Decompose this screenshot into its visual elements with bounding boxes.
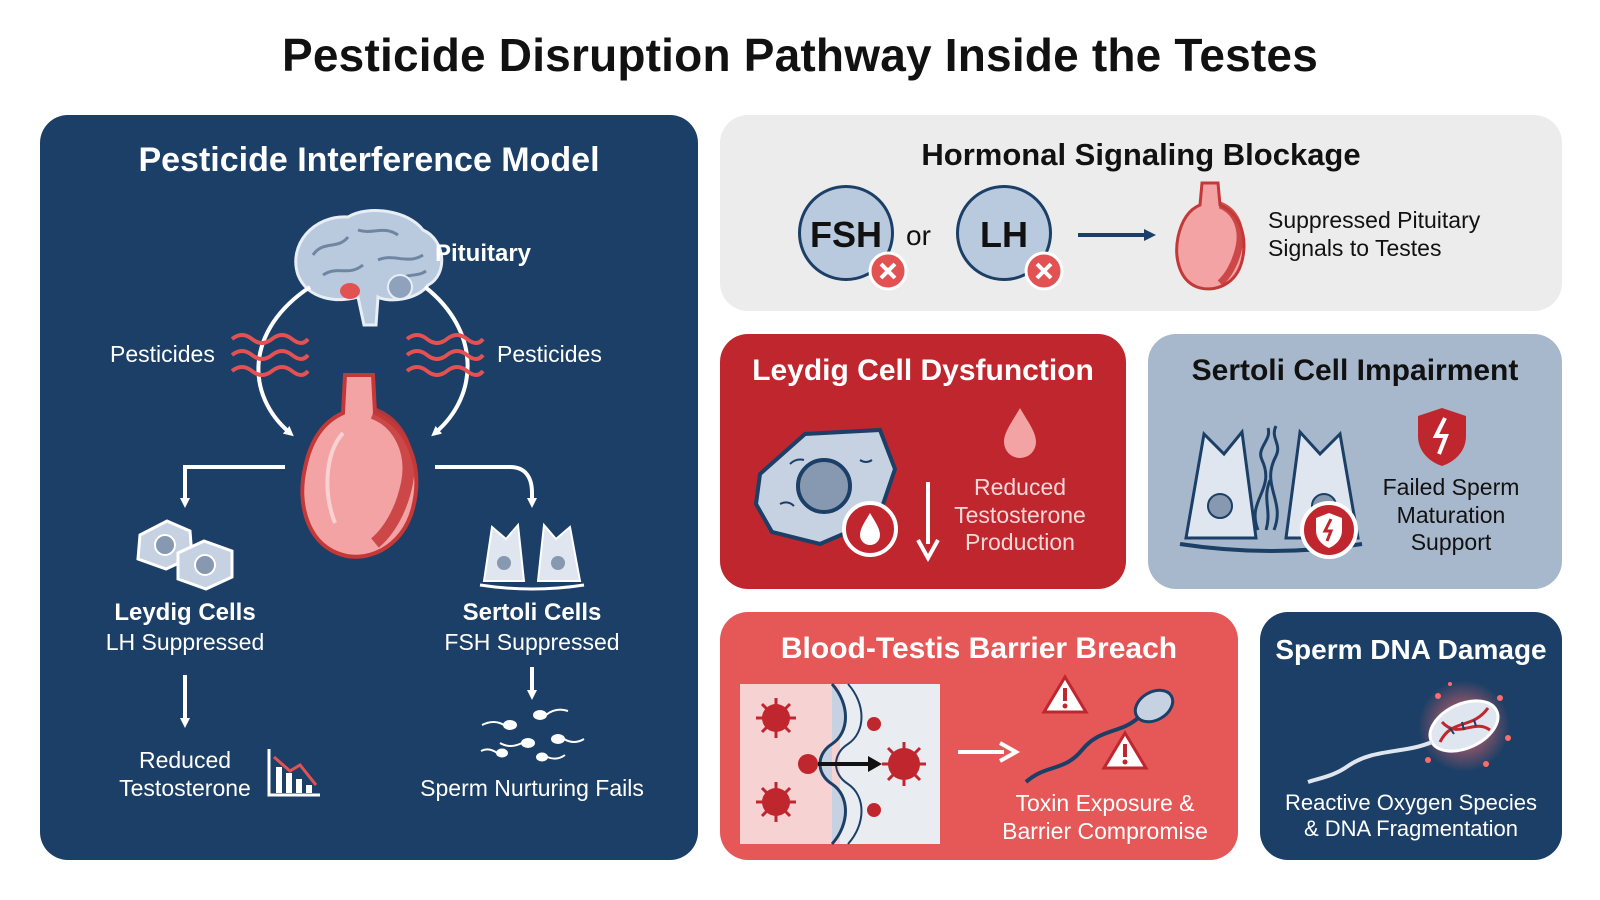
- leydig-dysfunction-title: Leydig Cell Dysfunction: [752, 354, 1094, 387]
- testis-icon: [300, 373, 419, 559]
- down-arrow-icon: [916, 482, 940, 563]
- broken-shield-badge-icon: [1300, 501, 1358, 559]
- brain-icon: [294, 209, 444, 327]
- sertoli-cells-icon: [479, 522, 585, 591]
- barrier-breach-title: Blood-Testis Barrier Breach: [780, 632, 1178, 665]
- dna-damage-desc: Reactive Oxygen Species & DNA Fragmentat…: [1285, 790, 1537, 842]
- lh-circle: LH: [956, 185, 1052, 281]
- pesticides-left-label: Pesticides: [110, 341, 215, 367]
- damaged-sperm-dna-icon: [1307, 680, 1511, 784]
- pituitary-label: Pituitary: [435, 240, 532, 267]
- sertoli-cells-sub: FSH Suppressed: [444, 629, 620, 655]
- blocked-x-icon: [868, 251, 908, 291]
- lh-label: LH: [980, 214, 1028, 255]
- leydig-cells-sub: LH Suppressed: [105, 629, 265, 655]
- sertoli-cells-title: Sertoli Cells: [462, 599, 602, 626]
- sertoli-impairment-desc: Failed Sperm Maturation Support: [1382, 474, 1520, 556]
- declining-chart-icon: [267, 749, 320, 797]
- warning-triangle-icon: [1101, 730, 1149, 770]
- blood-drop-icon: [1004, 408, 1036, 458]
- leydig-dysfunction-panel: Leydig Cell Dysfunction Reduced Testoste…: [720, 334, 1126, 589]
- dna-damage-panel: Sperm DNA Damage Reactive Oxygen Species…: [1260, 612, 1562, 860]
- fsh-label: FSH: [810, 214, 882, 255]
- arrow-right-icon: [1078, 229, 1156, 241]
- barrier-breach-desc: Toxin Exposure & Barrier Compromise: [1002, 790, 1208, 844]
- dna-damage-title: Sperm DNA Damage: [1275, 634, 1547, 665]
- broken-shield-icon: [1418, 408, 1466, 466]
- pesticide-waves-right-icon: [405, 333, 485, 377]
- interference-model-panel: Pesticide Interference Model Pituitary P…: [40, 115, 698, 860]
- blocked-x-icon: [1024, 251, 1064, 291]
- pesticide-waves-left-icon: [230, 333, 310, 377]
- warning-triangle-icon: [1041, 674, 1089, 714]
- sertoli-cell-icon: [1179, 425, 1363, 553]
- fsh-circle: FSH: [798, 185, 894, 281]
- leydig-cells-title: Leydig Cells: [114, 599, 256, 626]
- barrier-breach-panel: Blood-Testis Barrier Breach: [720, 612, 1238, 860]
- sperm-icon: [1024, 688, 1175, 784]
- leydig-cells-icon: [136, 519, 234, 591]
- arrow-right-icon: [958, 741, 1021, 763]
- hormonal-blockage-panel: Hormonal Signaling Blockage FSH or LH Su…: [720, 115, 1562, 311]
- barrier-diagram: [740, 682, 940, 846]
- interference-model-title: Pesticide Interference Model: [138, 141, 600, 179]
- page-title: Pesticide Disruption Pathway Inside the …: [282, 29, 1318, 81]
- pesticides-right-label: Pesticides: [497, 341, 602, 367]
- sertoli-impairment-title: Sertoli Cell Impairment: [1191, 354, 1519, 387]
- sertoli-impairment-panel: Sertoli Cell Impairment Failed Sperm Mat…: [1148, 334, 1562, 589]
- signal-arrows: [180, 285, 537, 728]
- testis-icon: [1175, 181, 1246, 291]
- or-label: or: [906, 220, 931, 251]
- leydig-dysfunction-desc: Reduced Testosterone Production: [954, 474, 1086, 556]
- hormonal-blockage-desc: Suppressed Pituitary Signals to Testes: [1268, 207, 1481, 261]
- hormonal-blockage-title: Hormonal Signaling Blockage: [921, 137, 1361, 172]
- reduced-testosterone-label: Reduced Testosterone: [119, 747, 251, 801]
- blood-drop-badge-icon: [842, 501, 898, 557]
- sperm-nurturing-fails-label: Sperm Nurturing Fails: [420, 775, 644, 801]
- sperm-cluster-icon: [480, 708, 585, 762]
